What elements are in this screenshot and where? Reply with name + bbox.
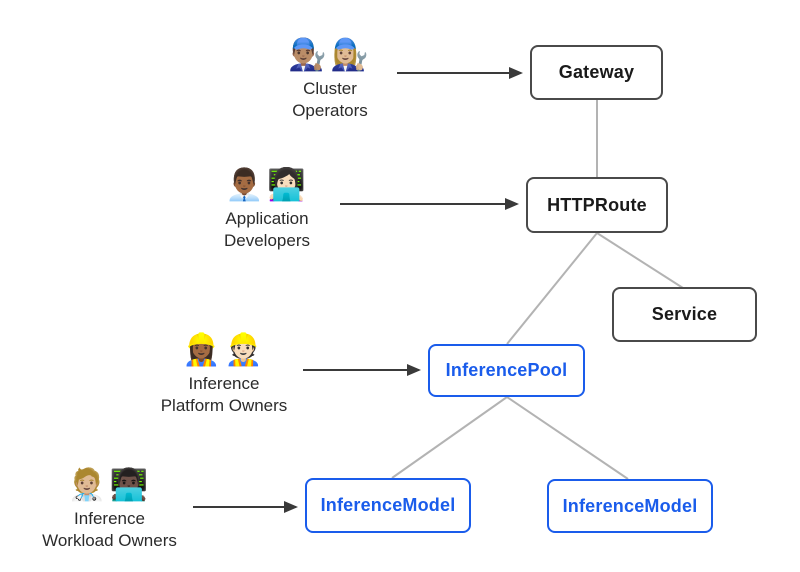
node-gateway: Gateway [530,45,663,100]
actor-cluster-operators: 👨🏽‍🔧👩🏼‍🔧 Cluster Operators [245,34,415,122]
inference-platform-owners-label-line2: Platform Owners [160,396,288,415]
actor-inference-workload-owners: 🧑🏼‍⚕️👨🏿‍💻 Inference Workload Owners [17,464,202,552]
node-service-label: Service [651,304,718,324]
application-developers-label-line1: Application [225,209,309,228]
inference-platform-owners-label-line1: Inference [188,374,260,393]
node-inferencepool: InferencePool [428,344,585,397]
node-service: Service [612,287,757,342]
inference-platform-owners-emoji-icon: 👷🏾‍♀️👷🏻 [182,332,266,367]
relation-lines [391,100,684,480]
actor-application-developers: 👨🏾‍💼👩🏻‍💻 Application Developers [182,164,352,252]
application-developers-emoji-icon: 👨🏾‍💼👩🏻‍💻 [225,167,309,202]
inference-workload-owners-label-line1: Inference [74,509,145,528]
node-inferencemodel-left: InferenceModel [305,478,471,533]
actor-arrows [193,67,523,513]
edge-inferencepool-inferencemodel-left [391,396,508,479]
node-inferencemodel-left-label: InferenceModel [320,495,456,515]
edge-httproute-service [596,232,684,289]
edge-httproute-inferencepool [506,232,598,345]
node-gateway-label: Gateway [558,62,635,82]
node-inferencemodel-right: InferenceModel [547,479,713,533]
actor-inference-platform-owners: 👷🏾‍♀️👷🏻 Inference Platform Owners [114,329,334,417]
node-httproute: HTTPRoute [526,177,668,233]
node-httproute-label: HTTPRoute [547,194,647,215]
edge-inferencepool-inferencemodel-right [506,396,629,480]
node-inferencepool-label: InferencePool [445,360,568,380]
application-developers-label-line2: Developers [224,231,310,250]
cluster-operators-label-line1: Cluster [303,79,357,98]
inference-workload-owners-emoji-icon: 🧑🏼‍⚕️👨🏿‍💻 [67,467,152,502]
cluster-operators-emoji-icon: 👨🏽‍🔧👩🏼‍🔧 [288,37,372,72]
cluster-operators-label-line2: Operators [292,101,368,120]
node-inferencemodel-right-label: InferenceModel [562,495,698,516]
inference-workload-owners-label-line2: Workload Owners [42,531,177,550]
